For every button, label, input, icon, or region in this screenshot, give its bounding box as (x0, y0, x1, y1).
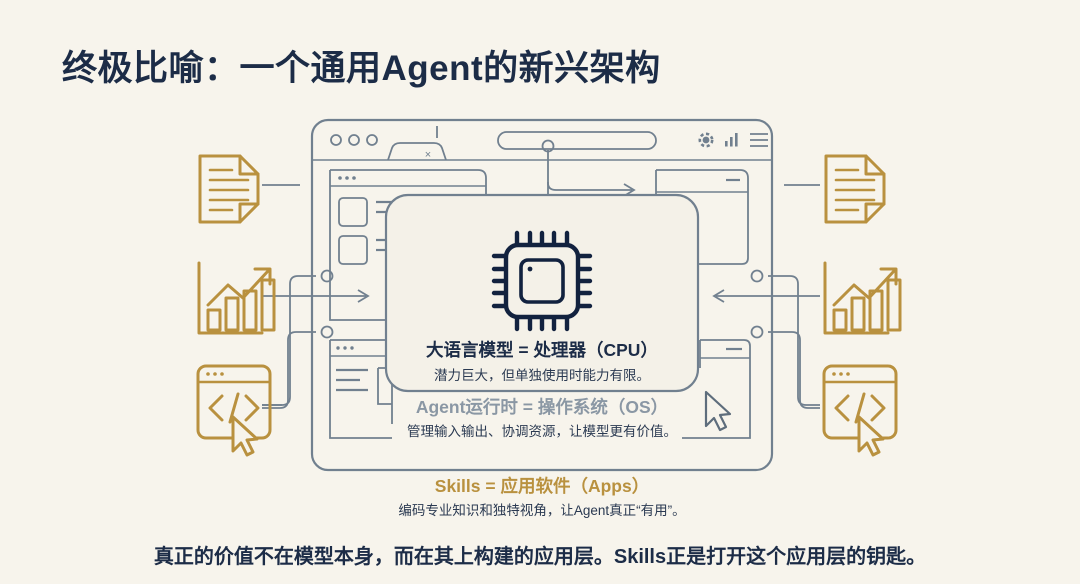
url-bar[interactable] (497, 131, 657, 150)
bar-chart-growth-icon (197, 261, 276, 335)
cpu-subtext: 潜力巨大，但单独使用时能力有限。 (434, 367, 650, 383)
page-title: 终极比喻：一个通用Agent的新兴架构 (62, 49, 661, 88)
os-heading: Agent运行时 = 操作系统（OS） (416, 397, 668, 417)
cpu-chip-icon (491, 230, 593, 332)
window-dot-3[interactable] (366, 134, 378, 146)
cpu-card (384, 193, 700, 393)
right-connectors (712, 184, 820, 409)
mouse-cursor-icon (704, 390, 732, 432)
bar-chart-icon[interactable] (725, 133, 738, 147)
skills-heading: Skills = 应用软件（Apps） (435, 476, 649, 496)
document-icon (198, 154, 260, 224)
window-dot-2[interactable] (348, 134, 360, 146)
document-icon (824, 154, 886, 224)
left-connectors (262, 184, 370, 409)
window-controls[interactable] (330, 134, 378, 146)
os-subtext: 管理输入输出、协调资源，让模型更有价值。 (407, 424, 677, 439)
browser-tab-outline[interactable] (387, 142, 447, 161)
code-window-icon (196, 364, 272, 457)
hamburger-menu-icon[interactable] (750, 133, 768, 147)
gear-icon[interactable] (698, 132, 714, 148)
cpu-card-frame (384, 193, 700, 393)
architecture-diagram: × (0, 108, 1080, 528)
tab-close-icon[interactable]: × (425, 149, 431, 161)
inner-panel-bottom-right (682, 339, 751, 439)
code-window-icon (822, 364, 898, 457)
window-dot-1[interactable] (330, 134, 342, 146)
cpu-heading: 大语言模型 = 处理器（CPU） (426, 340, 658, 360)
footer-note: 真正的价值不在模型本身，而在其上构建的应用层。Skills正是打开这个应用层的钥… (153, 546, 927, 568)
browser-tab[interactable]: × (387, 142, 447, 161)
bar-chart-growth-icon (823, 261, 902, 335)
skills-subtext: 编码专业知识和独特视角，让Agent真正“有用”。 (398, 502, 685, 518)
